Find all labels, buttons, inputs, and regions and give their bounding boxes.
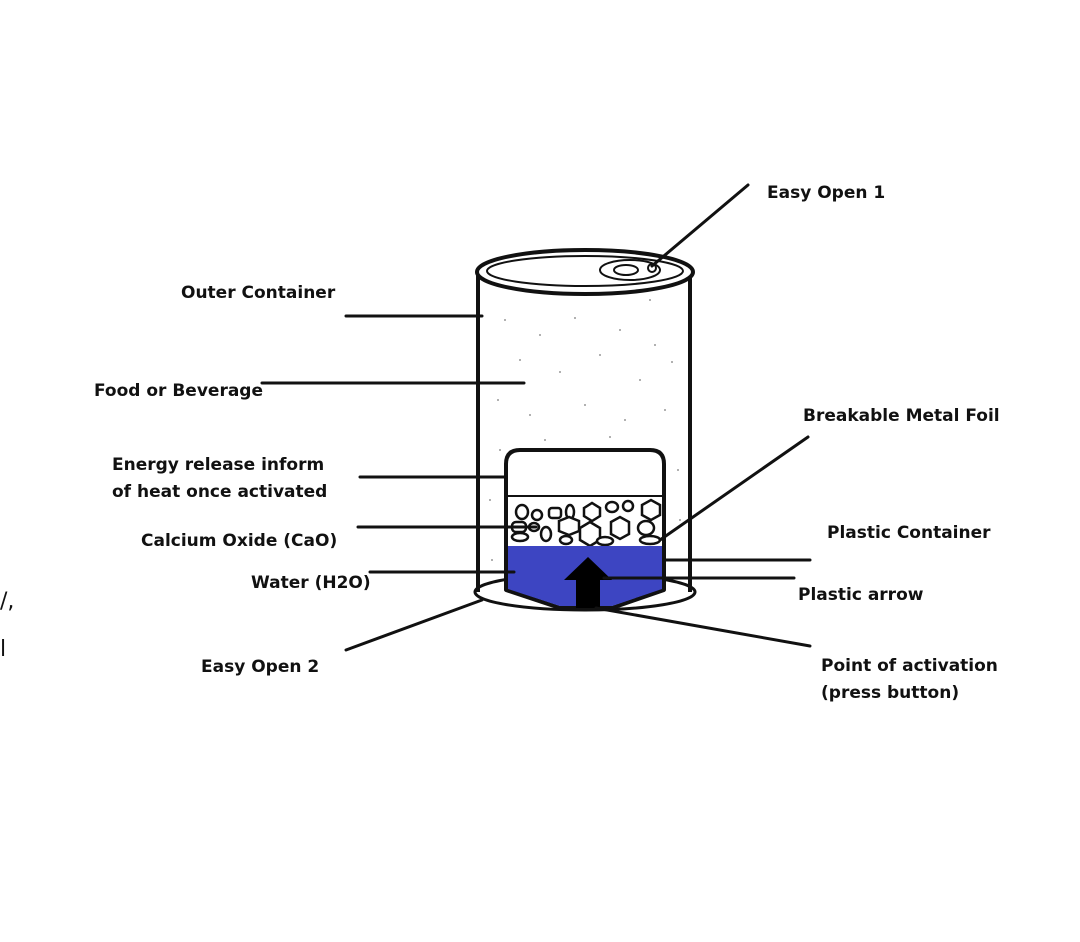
label-water: Water (H2O) [251,573,371,593]
outer-container-body [476,272,692,592]
top-lid-inner [486,255,684,287]
leader-lines [260,183,812,652]
edge-fragment-top: /, [0,589,15,614]
label-energy-release-line2: of heat once activated [112,482,328,502]
label-calcium-oxide: Calcium Oxide (CaO) [141,531,338,551]
label-easy-open-1: Easy Open 1 [767,183,886,203]
easy-open-tab-ring [613,264,639,276]
leader-point-of-activation [594,606,812,648]
label-outer-container: Outer Container [181,283,336,303]
leader-easy-open-2 [344,598,484,652]
easy-open-tab [599,259,661,281]
label-breakable-metal-foil: Breakable Metal Foil [803,406,1000,426]
label-easy-open-2: Easy Open 2 [201,657,320,677]
easy-open-rivet [647,263,657,273]
label-food-or-beverage: Food or Beverage [94,381,264,401]
label-energy-release-line1: Energy release inform [112,455,325,475]
label-point-of-activation-line1: Point of activation [821,656,998,676]
edge-fragment-bottom: l [0,637,7,662]
plastic-arrow [564,557,612,608]
label-plastic-container: Plastic Container [827,523,991,543]
leader-easy-open-1 [650,183,750,268]
label-plastic-arrow: Plastic arrow [798,585,924,605]
label-point-of-activation-line2: (press button) [821,683,960,703]
leader-breakable-metal-foil [658,435,810,542]
calcium-oxide-pebbles [510,498,662,548]
